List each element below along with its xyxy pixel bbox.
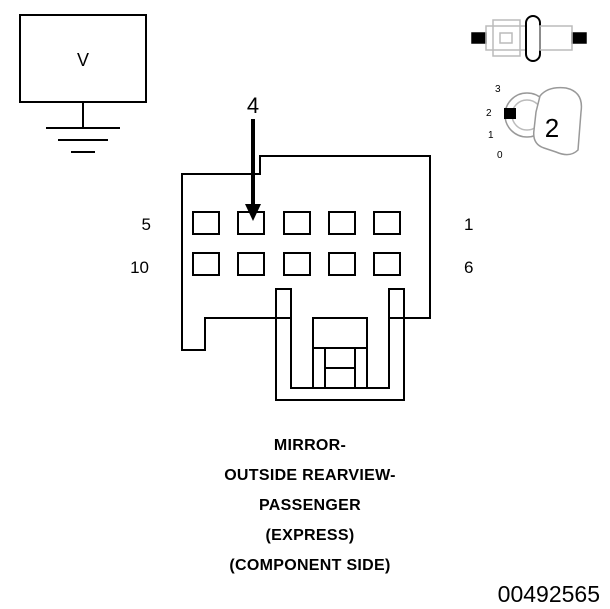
pin-arrow: 4	[245, 93, 261, 221]
caption-line-3: PASSENGER	[259, 497, 361, 514]
caption-line-5: (COMPONENT SIDE)	[229, 557, 391, 574]
pin-label-1: 1	[464, 215, 473, 234]
key-selected-position: 2	[545, 113, 559, 143]
voltmeter-symbol: V	[19, 14, 147, 153]
voltmeter-label: V	[77, 50, 89, 70]
pin-arrow-label: 4	[247, 93, 259, 118]
caption-line-2: OUTSIDE REARVIEW-	[224, 467, 396, 484]
key-position-2: 2	[486, 108, 492, 119]
document-id: 00492565	[497, 581, 600, 607]
key-position-1: 1	[488, 130, 494, 141]
pin-cavity-3	[283, 211, 311, 235]
pin-label-6: 6	[464, 258, 473, 277]
key-position-3: 3	[495, 84, 501, 95]
pin-cavity-5	[192, 211, 220, 235]
caption-line-4: (EXPRESS)	[265, 527, 355, 544]
caption-line-1: MIRROR-	[273, 437, 347, 454]
pin-cavity-9	[237, 252, 265, 276]
pin-cavity-6	[373, 252, 401, 276]
ground-icon	[46, 102, 120, 153]
pin-cavities	[192, 211, 401, 276]
key-position-0: 0	[497, 150, 503, 161]
pin-cavity-1	[373, 211, 401, 235]
pin-label-10: 10	[130, 258, 149, 277]
pin-cavity-7	[328, 252, 356, 276]
pin-label-5: 5	[142, 215, 151, 234]
pin-cavity-10	[192, 252, 220, 276]
plug-icon	[471, 15, 587, 62]
pin-cavity-2	[328, 211, 356, 235]
connector-housing	[181, 155, 431, 401]
ignition-key-icon: 3 2 1 0 2	[486, 84, 583, 161]
connector-latch	[275, 288, 405, 389]
pin-cavity-8	[283, 252, 311, 276]
